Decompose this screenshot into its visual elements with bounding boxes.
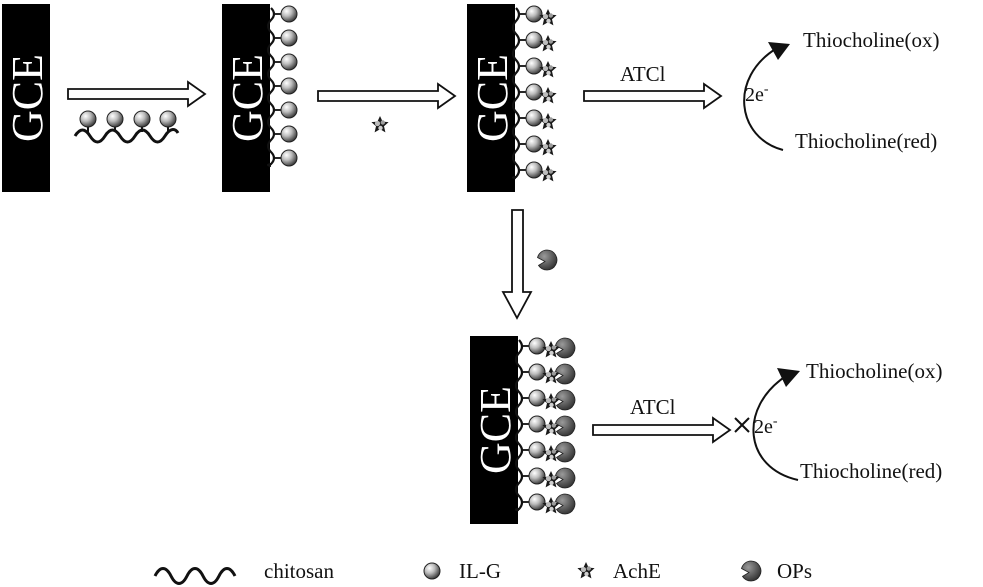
ilg-sphere <box>280 5 298 23</box>
legend: chitosan IL-G AchE OPs <box>153 559 812 585</box>
ilg-sphere <box>528 441 546 459</box>
legend-ops: OPs <box>741 559 812 583</box>
legend-ilg: IL-G <box>423 559 501 583</box>
blocked-cross <box>734 417 750 433</box>
electrode-label: GCE <box>471 386 520 474</box>
legend-label: IL-G <box>459 559 501 583</box>
chitosan-strand-icon <box>153 567 237 585</box>
ilg-sphere <box>525 57 543 75</box>
chitosan-strand <box>514 339 524 512</box>
electrode-inhibited: GCE <box>470 336 576 524</box>
legend-chitosan: chitosan <box>153 559 334 585</box>
ilg-sphere <box>280 149 298 167</box>
arrow-step-1 <box>67 81 206 107</box>
electrode-body <box>222 4 270 192</box>
redox-arrowhead <box>768 42 790 60</box>
ops-inhibited-layer <box>514 337 576 515</box>
legend-ache: AchE <box>577 559 661 583</box>
atcl-label-top: ATCl <box>620 62 666 86</box>
redox-cycle-bottom: 2e- Thiocholine(ox) Thiocholine(red) <box>734 359 942 483</box>
ilg-sphere <box>528 415 546 433</box>
electrode-bare: GCE <box>2 4 52 192</box>
electrode-body <box>467 4 515 192</box>
ilg-sphere-icon <box>423 562 441 580</box>
ilg-sphere <box>528 467 546 485</box>
ache-layer <box>511 5 557 182</box>
electrode-body <box>2 4 50 192</box>
ilg-sphere <box>528 363 546 381</box>
chitosan-strand <box>73 128 180 144</box>
electron-label: 2e- <box>754 414 778 438</box>
ops-reagent-icon <box>537 249 558 271</box>
electrode-label: GCE <box>468 54 517 142</box>
electrode-chitosan-ilg: GCE <box>222 4 298 192</box>
chitosan-ilg-reagent <box>73 110 180 144</box>
ilg-sphere <box>528 493 546 511</box>
ilg-sphere <box>528 337 546 355</box>
product-reduced: Thiocholine(red) <box>795 129 937 153</box>
legend-label: OPs <box>777 559 812 583</box>
redox-arc <box>743 47 784 151</box>
arrow-down <box>501 209 533 320</box>
product-oxidized: Thiocholine(ox) <box>803 28 939 52</box>
redox-arrowhead <box>777 368 800 387</box>
electrode-label: GCE <box>3 54 52 142</box>
ache-enzyme-icon <box>577 562 595 579</box>
redox-arc <box>752 375 799 481</box>
ilg-sphere <box>525 109 543 127</box>
electrode-label: GCE <box>223 54 272 142</box>
redox-cycle-top: 2e- Thiocholine(ox) Thiocholine(red) <box>743 28 939 153</box>
ilg-sphere <box>525 31 543 49</box>
ilg-sphere <box>280 125 298 143</box>
arrow-step-2 <box>317 83 456 109</box>
ilg-sphere <box>280 53 298 71</box>
chitosan-strand <box>511 7 521 180</box>
electrode-ache: GCE <box>467 4 557 192</box>
ilg-sphere <box>280 77 298 95</box>
product-reduced: Thiocholine(red) <box>800 459 942 483</box>
chitosan-ilg-layer <box>266 5 298 168</box>
ilg-sphere <box>280 101 298 119</box>
ilg-sphere <box>280 29 298 47</box>
ilg-sphere <box>525 83 543 101</box>
legend-label: AchE <box>613 559 661 583</box>
ilg-sphere <box>525 161 543 179</box>
ilg-sphere <box>525 5 543 23</box>
electrode-body <box>470 336 518 524</box>
ache-reagent-icon <box>371 116 389 133</box>
chitosan-strand <box>266 7 276 168</box>
ops-molecule-icon <box>741 560 762 582</box>
ilg-sphere <box>528 389 546 407</box>
product-oxidized: Thiocholine(ox) <box>806 359 942 383</box>
arrow-atcl-top <box>583 83 722 109</box>
electron-label: 2e- <box>745 82 769 106</box>
arrow-atcl-bottom <box>592 417 731 443</box>
ilg-sphere <box>525 135 543 153</box>
legend-label: chitosan <box>264 559 334 583</box>
atcl-label-bottom: ATCl <box>630 395 676 419</box>
